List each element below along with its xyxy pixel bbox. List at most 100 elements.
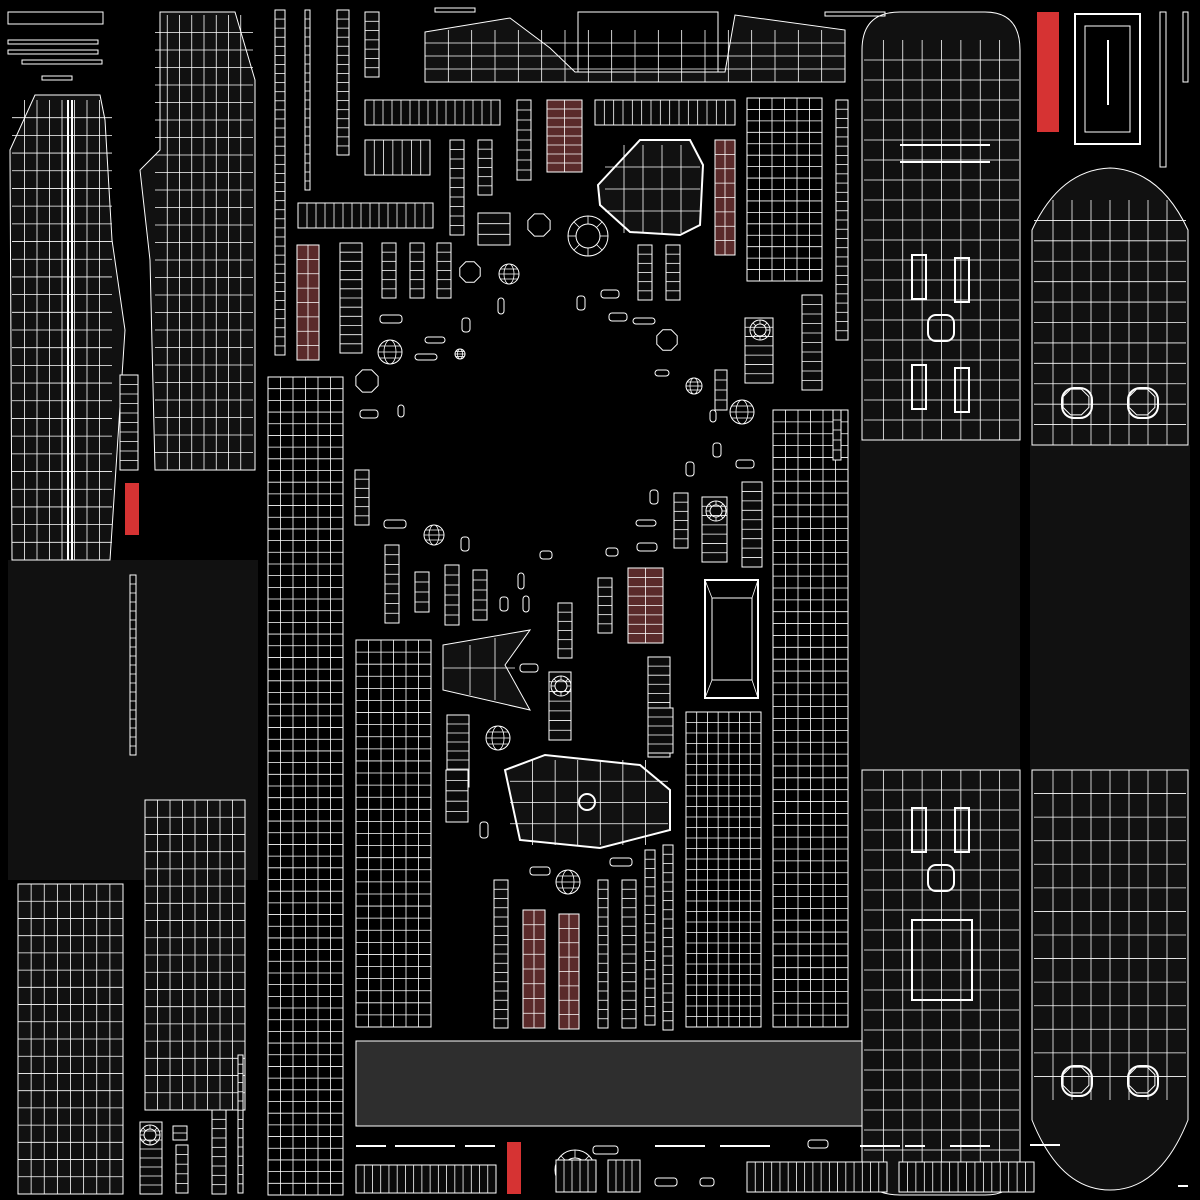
uv-part xyxy=(744,317,774,384)
uv-part xyxy=(644,849,656,1026)
uv-part xyxy=(304,9,311,191)
wheel-icon xyxy=(705,500,727,522)
hull-island-left-4 xyxy=(144,799,246,1111)
red-marker-left xyxy=(125,483,139,535)
uv-part xyxy=(597,577,613,634)
uv-part xyxy=(175,1144,189,1194)
frame-piece-top-right xyxy=(1074,13,1141,145)
maroon-tile xyxy=(522,909,546,1029)
small-part xyxy=(636,542,658,552)
grid-column-right xyxy=(772,409,849,1028)
small-part xyxy=(635,519,657,527)
uv-part xyxy=(665,244,681,301)
uv-part xyxy=(597,879,609,1029)
octagon-icon xyxy=(656,329,678,351)
grid-column-left xyxy=(267,376,344,1196)
uv-part xyxy=(647,707,674,754)
thin-strip xyxy=(7,49,99,55)
uv-part xyxy=(129,574,137,756)
octagon-icon xyxy=(1128,388,1156,416)
uv-part xyxy=(477,212,511,246)
uv-part xyxy=(237,1054,244,1194)
uv-part xyxy=(414,571,430,613)
uv-part xyxy=(662,844,674,1031)
sphere-icon xyxy=(498,263,520,285)
octagon-icon xyxy=(1062,388,1090,416)
octagon-icon xyxy=(1062,1066,1090,1094)
uv-part xyxy=(436,242,452,299)
uv-part xyxy=(449,139,465,236)
uv-part xyxy=(714,369,728,411)
deck-island-far-right-lower xyxy=(1031,769,1189,1191)
wheel-icon xyxy=(550,675,572,697)
uv-part xyxy=(701,496,728,563)
thin-strip xyxy=(434,7,476,13)
uv-part xyxy=(297,202,434,229)
uv-part xyxy=(472,569,488,621)
uv-part xyxy=(274,9,286,356)
hull-top-view-lower xyxy=(861,769,1021,1196)
uv-part xyxy=(445,769,469,823)
octagon-icon xyxy=(355,369,379,393)
octagon-icon xyxy=(527,213,551,237)
red-marker-bottom xyxy=(507,1142,521,1194)
thin-strip xyxy=(824,11,886,17)
uv-part xyxy=(364,99,501,126)
uv-part xyxy=(172,1125,188,1141)
small-part xyxy=(649,489,659,505)
wheel-icon xyxy=(567,215,609,257)
uv-part xyxy=(339,242,363,354)
small-part xyxy=(654,369,670,377)
small-part xyxy=(608,312,628,322)
uv-part xyxy=(444,564,460,626)
red-marker-top-right xyxy=(1037,12,1059,132)
small-part xyxy=(497,297,505,315)
small-part xyxy=(685,461,695,477)
uv-part xyxy=(354,469,370,526)
sphere-icon xyxy=(377,263,755,895)
small-part xyxy=(600,289,620,299)
uv-part xyxy=(409,242,425,299)
small-part xyxy=(397,404,405,418)
small-part xyxy=(609,857,633,867)
uv-part xyxy=(637,244,653,301)
thin-strip xyxy=(1182,11,1189,83)
wheel-icon xyxy=(749,319,771,341)
small-part xyxy=(519,663,539,673)
cockpit-island-lower xyxy=(503,753,671,850)
window-frame-piece xyxy=(704,579,759,699)
uv-part xyxy=(384,544,400,624)
thin-strip xyxy=(41,75,73,81)
maroon-tile xyxy=(627,567,664,644)
sphere-icon xyxy=(377,339,403,365)
uv-part xyxy=(557,602,573,659)
small-part xyxy=(379,314,403,324)
small-part xyxy=(522,595,530,613)
thin-strip xyxy=(1159,11,1167,168)
uv-part xyxy=(621,879,637,1029)
scattered-parts xyxy=(119,9,849,1195)
sphere-icon xyxy=(423,524,445,546)
small-part xyxy=(576,295,586,311)
small-part xyxy=(605,547,619,557)
small-part xyxy=(807,1139,829,1149)
uv-part xyxy=(493,879,509,1029)
uv-part xyxy=(364,11,380,78)
small-part xyxy=(735,459,755,469)
bottom-part xyxy=(555,1159,597,1193)
small-part xyxy=(699,1177,715,1187)
uv-part xyxy=(516,99,532,181)
uv-part xyxy=(139,1121,163,1195)
small-part xyxy=(383,519,407,529)
uv-part xyxy=(364,139,431,176)
small-part xyxy=(479,821,489,839)
uv-part xyxy=(801,294,823,391)
thin-strip xyxy=(21,59,103,65)
sphere-icon xyxy=(729,399,755,425)
maroon-tile xyxy=(546,99,583,173)
maroon-tile xyxy=(558,913,580,1030)
hull-island-left-1 xyxy=(9,15,203,1194)
far-right-shadow-strip xyxy=(1030,445,1190,770)
uv-part xyxy=(832,409,842,461)
deck-island-far-right-upper xyxy=(1031,167,1189,446)
